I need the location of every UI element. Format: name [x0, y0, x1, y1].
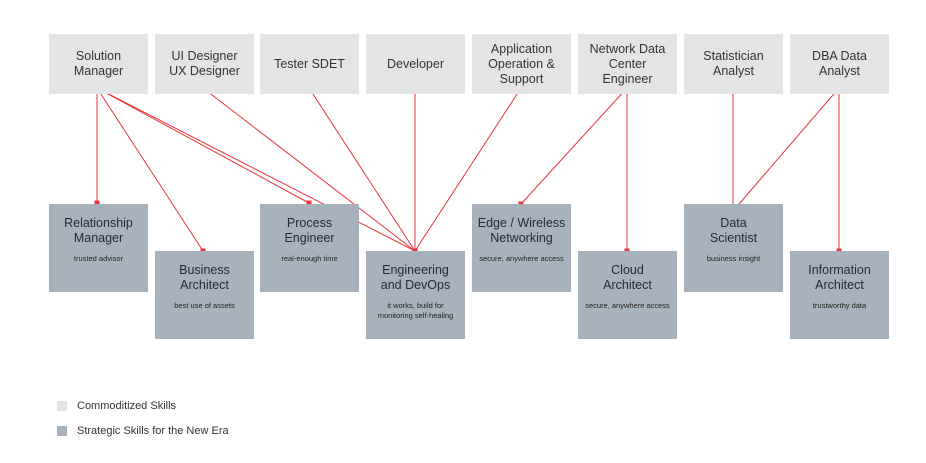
connector-line [96, 87, 204, 252]
skill-engineering-devops: Engineering and DevOps it works, build f… [366, 251, 465, 339]
skill-data-scientist: Data Scientist business insight [684, 204, 783, 292]
connector-line [96, 87, 416, 252]
role-tester-sdet: Tester SDET [260, 34, 359, 94]
skill-description: secure, anywhere access [585, 301, 670, 310]
role-label: Solution Manager [73, 49, 124, 78]
connector-line [732, 87, 840, 212]
role-label: Tester SDET [274, 56, 345, 71]
skill-edge-wireless-networking: Edge / Wireless Networking secure, anywh… [472, 204, 571, 292]
role-label: Application Operation & Support [488, 41, 555, 86]
skill-title: Relationship Manager [64, 216, 133, 245]
role-label: Network Data Center Engineer [589, 41, 666, 86]
skill-relationship-manager: Relationship Manager trusted advisor [49, 204, 148, 292]
skill-description: trustworthy data [812, 301, 867, 310]
role-solution-manager: Solution Manager [49, 34, 148, 94]
legend-commodity: Commoditized Skills [57, 400, 176, 412]
connector-line [96, 87, 310, 204]
role-network-data-center-engineer: Network Data Center Engineer [578, 34, 677, 94]
connector-line [202, 87, 416, 252]
skill-information-architect: Information Architect trustworthy data [790, 251, 889, 339]
role-label: UI Designer UX Designer [169, 49, 240, 78]
skill-description: real-enough time [281, 254, 338, 263]
role-application-operation-support: Application Operation & Support [472, 34, 571, 94]
connector-node [94, 200, 100, 206]
connector-node [306, 200, 312, 206]
role-label: Statistician Analyst [703, 49, 764, 78]
connector-line [308, 87, 416, 252]
skill-title: Edge / Wireless Networking [477, 216, 566, 245]
role-statistician-analyst: Statistician Analyst [684, 34, 783, 94]
skill-title: Data Scientist [709, 216, 758, 245]
skill-title: Information Architect [808, 263, 871, 292]
skill-cloud-architect: Cloud Architect secure, anywhere access [578, 251, 677, 339]
skill-description: trusted advisor [73, 254, 124, 263]
skill-business-architect: Business Architect best use of assets [155, 251, 254, 339]
skill-title: Process Engineer [284, 216, 335, 245]
legend-strategic: Strategic Skills for the New Era [57, 425, 229, 437]
skill-description: business insight [706, 254, 761, 263]
role-ui-ux-designer: UI Designer UX Designer [155, 34, 254, 94]
legend-swatch-strategic [57, 426, 67, 436]
skill-title: Cloud Architect [603, 263, 652, 292]
skill-description: it works, build for monitoring self-heal… [377, 301, 454, 320]
legend-label: Commoditized Skills [77, 400, 177, 412]
skill-title: Business Architect [179, 263, 230, 292]
role-label: Developer [387, 56, 444, 71]
role-dba-data-analyst: DBA Data Analyst [790, 34, 889, 94]
skill-process-engineer: Process Engineer real-enough time [260, 204, 359, 292]
role-developer: Developer [366, 34, 465, 94]
connector-line [414, 87, 522, 252]
skill-description: secure, anywhere access [479, 254, 564, 263]
legend-label: Strategic Skills for the New Era [77, 425, 229, 437]
skill-description: best use of assets [174, 301, 235, 310]
skill-title: Engineering and DevOps [380, 263, 451, 292]
connector-line [520, 87, 628, 205]
role-label: DBA Data Analyst [812, 49, 867, 78]
legend-swatch-commodity [57, 401, 67, 411]
